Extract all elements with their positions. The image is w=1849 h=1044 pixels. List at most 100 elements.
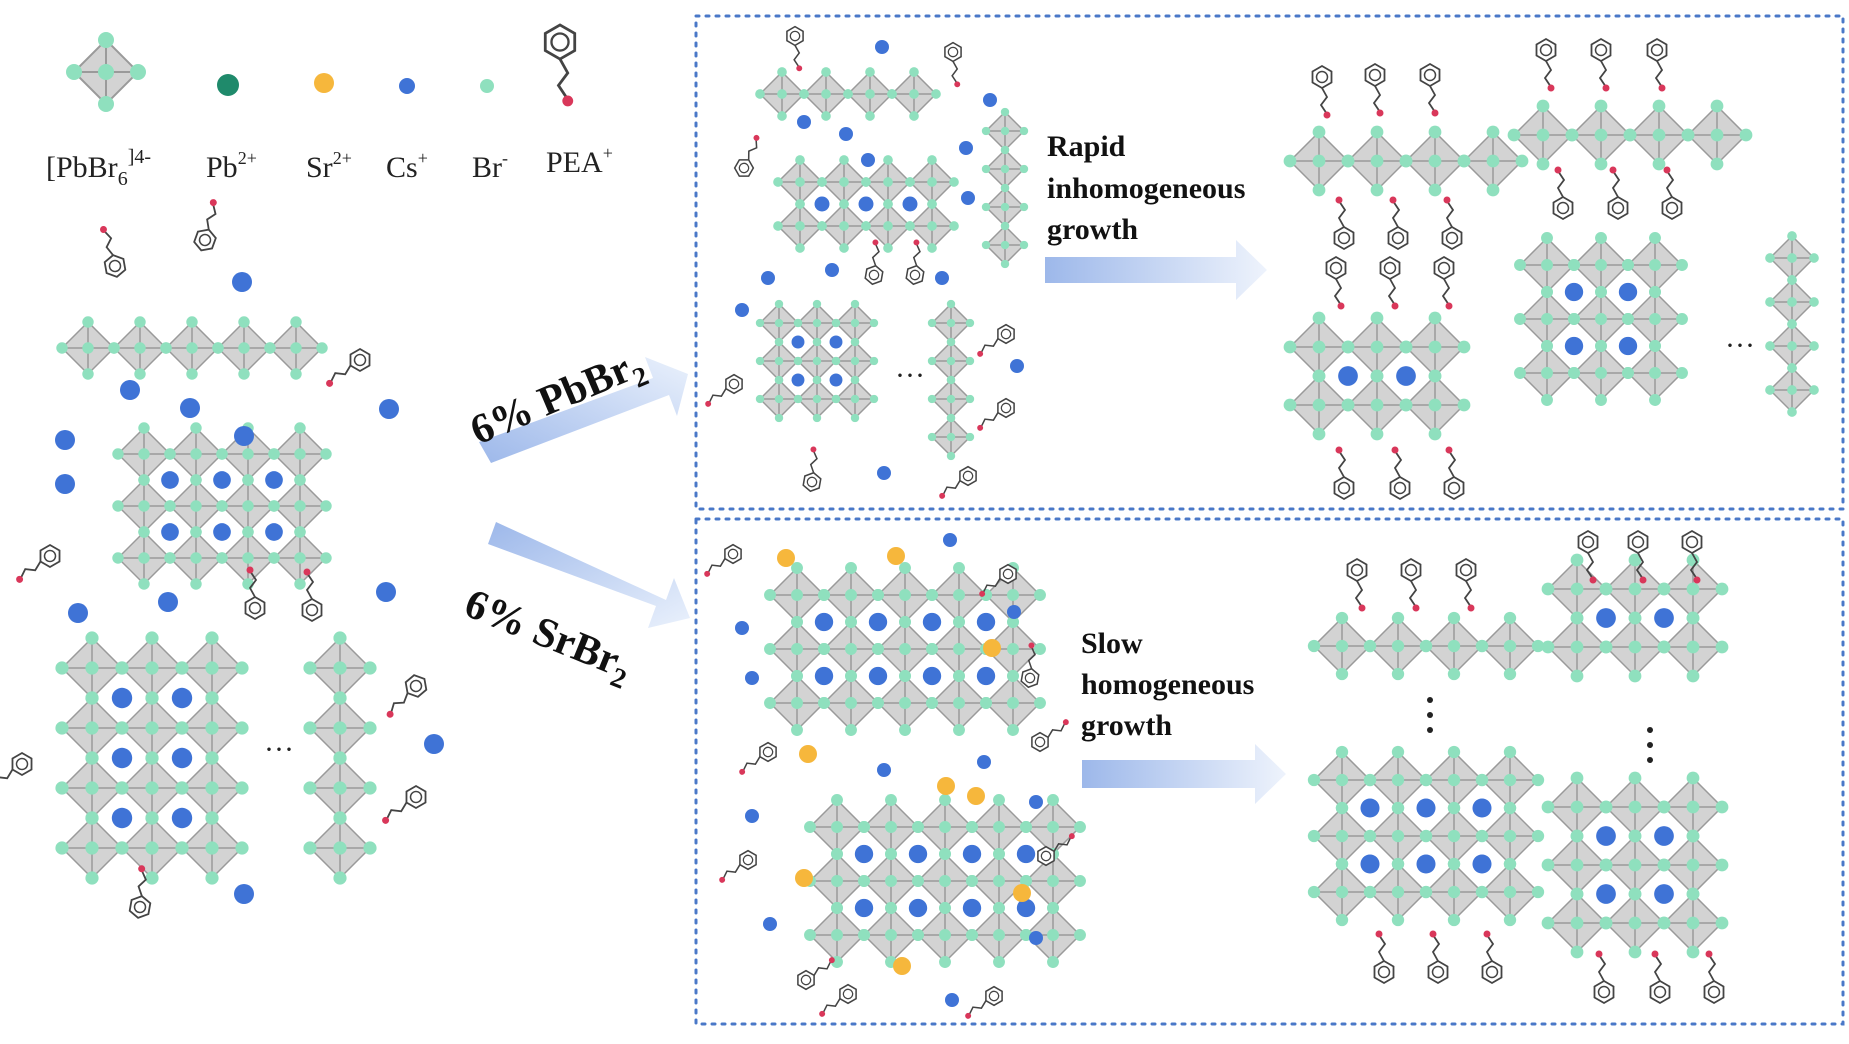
br-ion [190,422,202,434]
br-ion [186,316,198,328]
pea-molecule [979,563,1017,597]
crystal-structures [0,25,1819,1019]
pea-molecule [704,543,742,577]
cs-ion [854,844,874,864]
br-ion [946,394,956,404]
br-ion [1628,611,1642,625]
ring-circle [728,378,740,390]
br-ion [1503,745,1517,759]
cs-ion [922,666,942,686]
top-chain [927,299,975,461]
br-ion [1503,773,1517,787]
br-ion [290,342,302,354]
ammonium-head [872,239,879,246]
br-ion [946,375,956,385]
pea-molecule [1661,166,1683,221]
ring-circle [1685,535,1699,549]
br-ion [242,526,254,538]
br-ion [812,337,822,347]
br-ion [1594,128,1608,142]
ammonium-head [562,95,574,107]
br-ion [1419,829,1433,843]
br-ion [939,929,951,941]
br-ion [1503,885,1517,899]
br-ion [812,356,822,366]
br-ion [839,177,849,187]
br-ion [138,448,150,460]
br-ion [774,375,784,385]
br-ion [1000,240,1010,250]
cs-ion [735,303,749,317]
br-ion [993,902,1005,914]
pea-molecule [1646,37,1668,92]
benzene-ring [802,471,822,493]
br-ion [1622,259,1634,271]
br-ion [885,848,897,860]
ammonium-head [977,424,984,431]
br-ion [1007,724,1019,736]
br-ion [1034,589,1046,601]
top-product-block-b [1514,232,1688,406]
benzene-ring [405,784,427,810]
alkyl-chain [103,229,114,256]
br-ion [774,394,784,404]
br-ion [1428,369,1442,383]
br-ion [290,316,302,328]
br-ion [946,451,956,461]
br-ion [993,875,1005,887]
br-ion [1541,800,1555,814]
ring-circle [738,162,750,174]
alkyl-chain [1377,934,1387,962]
br-ion [1335,885,1349,899]
br-ion [363,781,377,795]
bottom-block-b [804,794,1086,968]
vertical-ellipsis-dot [1647,757,1653,763]
br-ion [1000,107,1010,117]
br-ion [1541,640,1555,654]
benzene-ring [1364,62,1386,88]
slow-growth-label: Slow homogeneous growth [1081,627,1262,742]
ammonium-head [1467,604,1475,612]
alkyl-chain [1337,200,1347,228]
br-ion [115,841,129,855]
benzene-ring [103,254,127,278]
br-ion [1570,887,1584,901]
br-ion [1686,640,1700,654]
slow-growth-arrow [1082,744,1286,804]
pea-molecule [1455,557,1477,612]
cs-ion [745,809,759,823]
br-ion [1809,385,1819,395]
br-ion [363,661,377,675]
pea-molecule [193,199,217,252]
benzene-ring [349,347,371,373]
br-ion [926,589,938,601]
br-ion [845,616,857,628]
br-ion [1657,640,1671,654]
br-ion [1457,398,1471,412]
cs-ion [1338,366,1358,386]
br-ion [927,318,937,328]
br-ion [981,240,991,250]
br-ion [85,811,99,825]
cs-ion [265,471,283,489]
cs-ion [908,844,928,864]
br-ion [130,64,146,80]
br-ion [1447,829,1461,843]
ellipsis-top-right: ··· [1725,329,1755,362]
benzene-ring [959,465,977,487]
br-ion [175,721,189,735]
pea-molecule [1364,62,1386,117]
ammonium-head [810,446,817,453]
br-ion [858,929,870,941]
br-ion [55,661,69,675]
cs-ion [976,666,996,686]
br-ion [1000,202,1010,212]
pea-molecule [786,25,804,72]
br-ion [294,448,306,460]
br-ion [1628,669,1642,683]
cs-ion [171,807,193,829]
br-ion [1074,821,1086,833]
br-ion [205,811,219,825]
benzene-ring [128,895,152,919]
cs-ion [1416,798,1436,818]
